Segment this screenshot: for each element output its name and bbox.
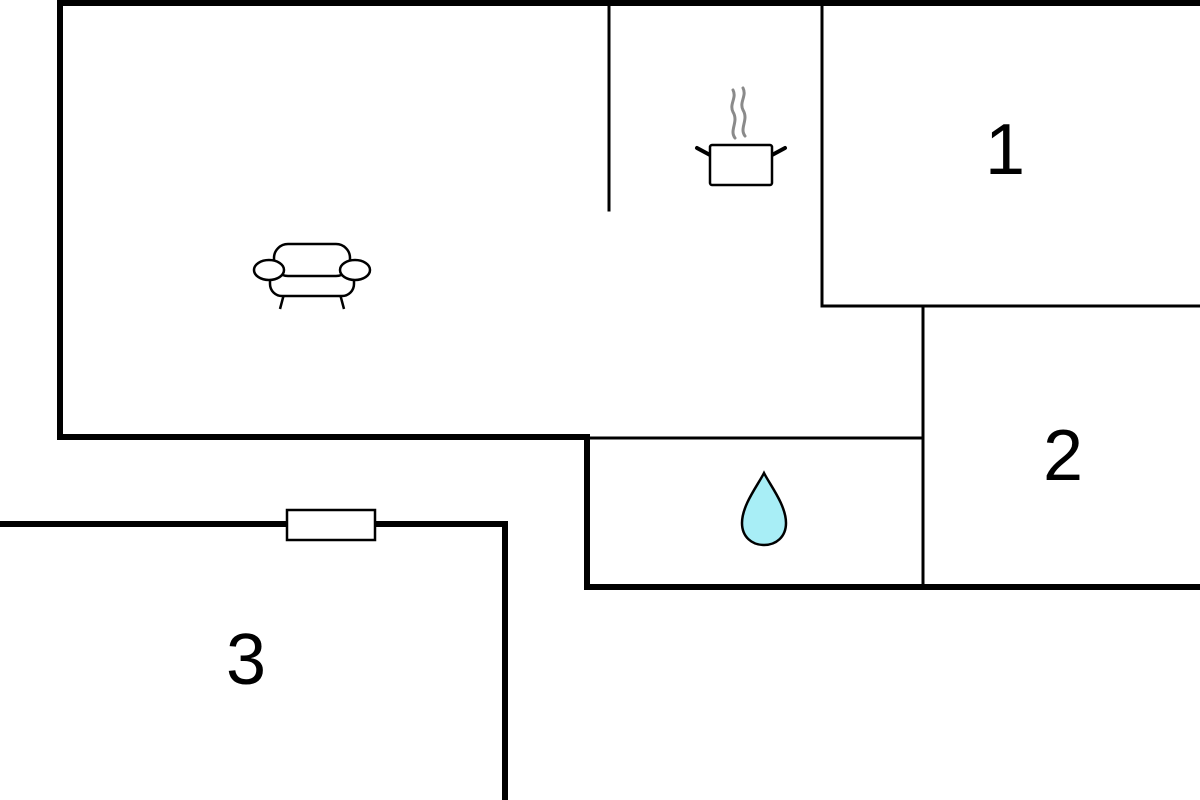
annex-walls bbox=[0, 521, 508, 800]
sofa-icon bbox=[252, 242, 372, 310]
annex-building bbox=[0, 508, 508, 800]
main-outer-wall bbox=[57, 0, 1200, 440]
water-drop-icon bbox=[740, 470, 788, 547]
outer-walls bbox=[57, 0, 1200, 590]
room-2-label: 2 bbox=[1043, 416, 1083, 496]
lower-outer-wall bbox=[57, 434, 1200, 590]
room-1-label: 1 bbox=[985, 110, 1025, 190]
room-3-label: 3 bbox=[226, 620, 266, 700]
cooking-pot-icon bbox=[695, 86, 787, 187]
window bbox=[285, 508, 377, 542]
interior-walls bbox=[588, 4, 1200, 587]
